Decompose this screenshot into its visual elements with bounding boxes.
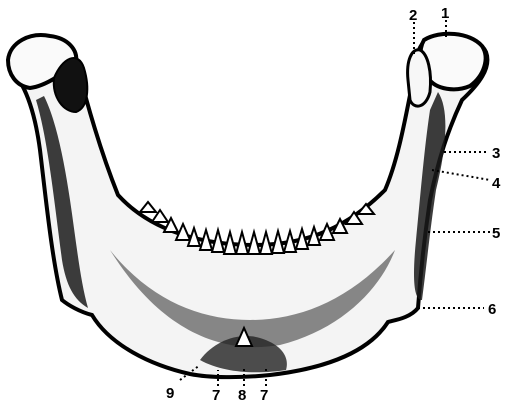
label-6: 6 [488, 301, 496, 318]
label-7-right: 7 [260, 387, 268, 404]
label-5: 5 [492, 225, 500, 242]
leader-4 [432, 170, 490, 180]
label-9: 9 [166, 385, 174, 402]
label-8: 8 [238, 387, 246, 404]
label-2: 2 [409, 7, 417, 24]
label-4: 4 [492, 175, 501, 192]
mandible-drawing [8, 34, 487, 377]
label-1: 1 [441, 5, 449, 22]
label-7-left: 7 [212, 387, 220, 404]
right-coronoid [408, 50, 431, 106]
label-3: 3 [492, 145, 500, 162]
